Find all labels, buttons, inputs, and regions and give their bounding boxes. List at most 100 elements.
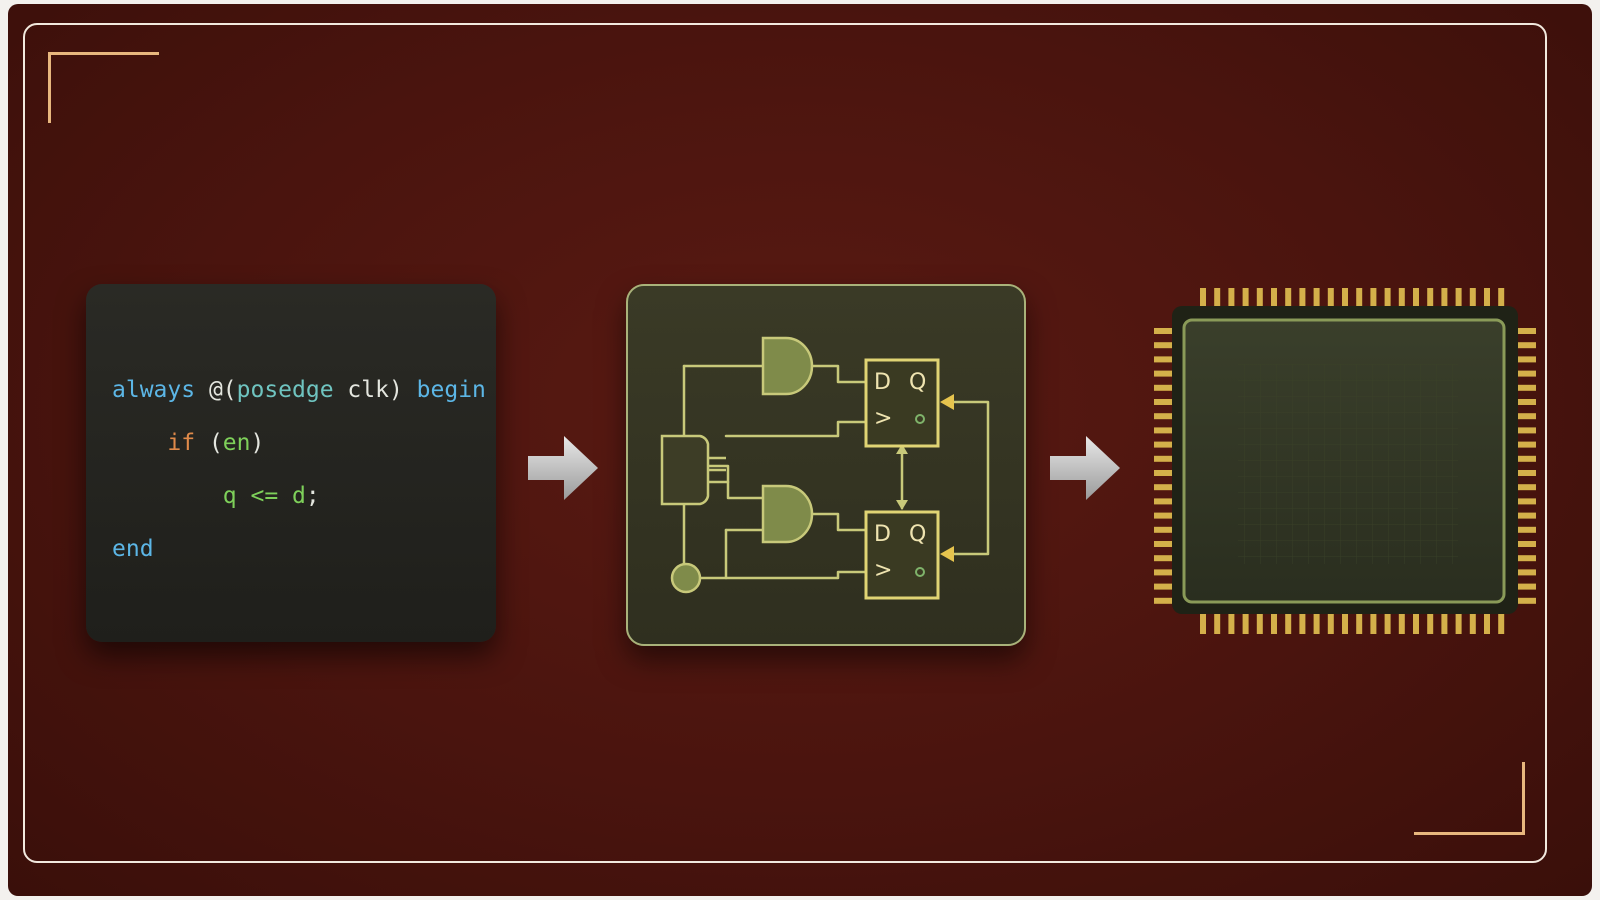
chip-pins [1154, 288, 1536, 634]
ff1-label-q: Q [909, 370, 927, 395]
and-gate-2 [761, 484, 814, 544]
chip-pin [1413, 614, 1419, 634]
code-line-2: if (en) [112, 430, 264, 456]
ff1-label-d: D [874, 370, 891, 395]
chip-pin [1256, 288, 1263, 308]
chip-pin [1516, 569, 1536, 576]
chip-pin [1154, 597, 1174, 604]
chip-pin [1516, 526, 1536, 533]
ff2-label-clk: > [874, 558, 893, 583]
chip-pin [1516, 342, 1536, 349]
chip-pin [1484, 288, 1490, 308]
chip-pin [1154, 455, 1174, 462]
keyword-end: end [112, 536, 154, 562]
wire-bottom-to-ff2 [698, 570, 868, 580]
chip-pin [1516, 583, 1536, 590]
right-arrow-icon [528, 436, 598, 500]
chip-pin [1154, 555, 1174, 562]
chip-pin [1498, 288, 1505, 308]
chip-pin [1516, 597, 1536, 604]
chip-pin [1154, 427, 1174, 434]
chip-pin [1154, 356, 1174, 363]
chip-pin [1228, 614, 1235, 634]
chip-pin [1427, 288, 1434, 308]
ff1-label-clk: > [874, 406, 893, 431]
chip-pin [1516, 328, 1536, 334]
outer-frame [23, 23, 1547, 863]
chip-pin [1413, 288, 1419, 308]
chip-pin [1398, 614, 1405, 634]
chip-pin [1154, 328, 1174, 334]
signal-en: en [222, 430, 251, 456]
input-node [670, 562, 702, 594]
mux-inputs [708, 456, 726, 472]
chip-pin [1327, 614, 1334, 634]
ff2-label-d: D [874, 522, 891, 547]
microchip-icon [1154, 288, 1536, 634]
chip-pin [1342, 614, 1348, 634]
chip-pin [1484, 614, 1490, 634]
chip-pin [1214, 288, 1221, 308]
link-arrow-up [896, 444, 908, 454]
chip-pin [1356, 288, 1363, 308]
chip-pin [1356, 614, 1363, 634]
verilog-code: always @(posedge clk) begin if (en) q <=… [112, 364, 486, 576]
corner-bracket-top-left [48, 52, 159, 123]
chip-pin [1384, 614, 1391, 634]
chip-pin [1516, 555, 1536, 562]
chip-pin [1200, 288, 1206, 308]
chip-pin [1299, 288, 1306, 308]
chip-pin [1516, 427, 1536, 434]
ff2-qbar-bubble [915, 567, 925, 577]
chip-pin [1327, 288, 1334, 308]
right-arrow-icon [1050, 436, 1120, 500]
code-at: @( [195, 377, 237, 403]
chip-pin [1154, 541, 1174, 547]
code-line-3: q <= d; [112, 483, 320, 509]
chip-pin [1469, 614, 1476, 634]
circuit-schematic [660, 336, 990, 600]
feedback-arrow-1 [940, 394, 954, 410]
chip-pin [1516, 541, 1536, 547]
chip-pin [1242, 288, 1249, 308]
chip-pin [1516, 441, 1536, 448]
code-line-4: end [112, 536, 154, 562]
chip-pin [1154, 583, 1174, 590]
verilog-code-panel: always @(posedge clk) begin if (en) q <=… [86, 284, 496, 642]
chip-pin [1154, 526, 1174, 533]
chip-pin [1516, 484, 1536, 491]
wire-gate2-to-ff2 [804, 512, 868, 532]
chip-pin [1441, 288, 1448, 308]
chip-pin [1441, 614, 1448, 634]
link-arrow-down [896, 500, 908, 510]
flip-flop-2 [864, 510, 940, 600]
chip-pin [1154, 384, 1174, 391]
chip-pin [1285, 614, 1292, 634]
signal-q: q [222, 483, 237, 509]
keyword-if: if [167, 430, 196, 456]
chip-pin [1370, 288, 1377, 308]
chip-pin [1256, 614, 1263, 634]
keyword-posedge: posedge [236, 377, 334, 403]
chip-pin [1516, 470, 1536, 476]
chip-pin [1370, 614, 1377, 634]
chip-pin [1154, 498, 1174, 505]
keyword-always: always [112, 377, 196, 403]
chip-pin [1516, 498, 1536, 505]
chip-pin [1313, 288, 1320, 308]
signal-d: d [292, 483, 306, 509]
semicolon: ; [305, 483, 320, 509]
chip-pin [1228, 288, 1235, 308]
chip-pin [1342, 288, 1348, 308]
chip-pin [1516, 399, 1536, 405]
chip-pin [1200, 614, 1206, 634]
chip-pin [1516, 512, 1536, 519]
wire-mux-to-ff1 [724, 420, 868, 438]
chip-pin [1516, 413, 1536, 420]
assign-operator: <= [236, 483, 293, 509]
chip-pin [1154, 370, 1174, 377]
chip-pin [1271, 288, 1277, 308]
chip-pin [1154, 441, 1174, 448]
wire-gate1-to-ff1 [804, 364, 868, 384]
chip-pin [1498, 614, 1505, 634]
